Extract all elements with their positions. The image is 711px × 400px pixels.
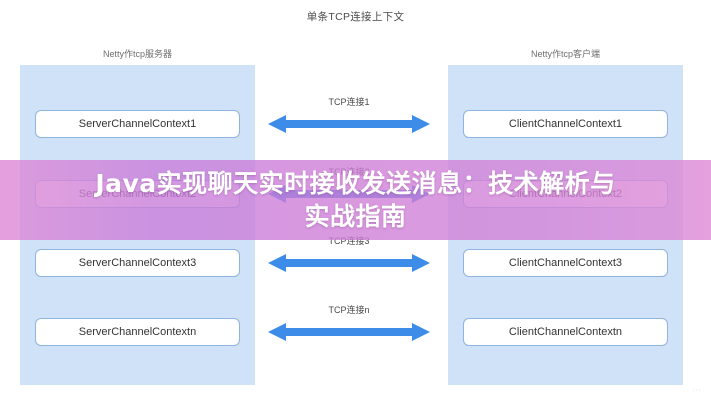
tcp-connection-label: TCP连接3 [328,236,370,246]
diagram-title: 单条TCP连接上下文 [306,11,405,23]
double-arrow-icon [268,323,430,341]
client-context-box: ClientChannelContextn [463,318,668,346]
client-context-box: ClientChannelContext1 [463,110,668,138]
overlay-title-line-1: Java实现聊天实时接收发送消息：技术解析与 [95,169,616,198]
tcp-connection-arrow-group: TCP连接3 [268,236,430,278]
client-column-header: Netty作tcp客户端 [530,49,600,59]
watermark: ··· [692,387,701,394]
tcp-connection-arrow-group: TCP连接n [268,305,430,347]
tcp-connection-label: TCP连接n [328,305,370,315]
server-context-box: ServerChannelContext1 [35,110,240,138]
tcp-connection-arrow-group: TCP连接1 [268,97,430,139]
tcp-connection-label: TCP连接1 [328,97,370,107]
article-title-overlay: Java实现聊天实时接收发送消息：技术解析与 实战指南 [0,160,711,240]
client-context-box: ClientChannelContext3 [463,249,668,277]
double-arrow-icon [268,115,430,133]
server-context-box: ServerChannelContextn [35,318,240,346]
double-arrow-icon [268,254,430,272]
overlay-title-line-2: 实战指南 [304,202,407,231]
server-context-box: ServerChannelContext3 [35,249,240,277]
server-column-header: Netty作tcp服务器 [102,49,172,59]
